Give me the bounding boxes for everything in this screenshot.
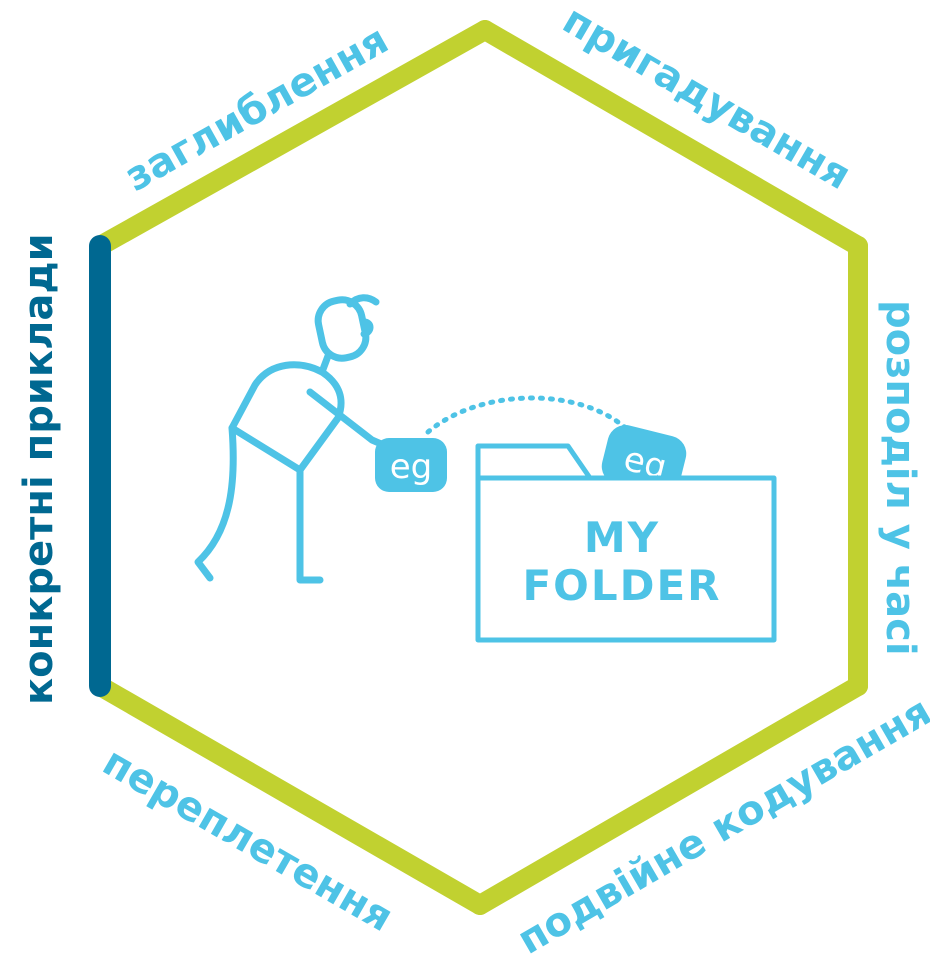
person-head bbox=[314, 296, 370, 362]
label-right: розподіл у часі bbox=[877, 300, 923, 656]
example-tag: eg bbox=[375, 438, 447, 492]
hexagon-side-bottom-right bbox=[470, 676, 868, 915]
person-leg-front bbox=[296, 466, 324, 584]
example-tag-text: eg bbox=[390, 447, 433, 487]
hexagon-side-top-left bbox=[90, 20, 495, 256]
person-cap bbox=[346, 294, 380, 308]
folder-label-line1: MY bbox=[584, 513, 660, 562]
person-ear bbox=[360, 318, 374, 338]
label-left: конкретні приклади bbox=[16, 233, 62, 705]
person-leg-back bbox=[194, 424, 237, 582]
label-bottom-right: подвійне кодування bbox=[510, 688, 930, 963]
toss-trajectory bbox=[425, 395, 631, 435]
hexagon bbox=[90, 20, 868, 915]
person-figure bbox=[194, 294, 390, 584]
folder-tab bbox=[475, 443, 593, 480]
person-torso bbox=[228, 361, 345, 474]
hexagon-side-top-right bbox=[475, 20, 868, 256]
hexagon-side-bottom-left bbox=[90, 676, 490, 915]
folder-edge-mask bbox=[600, 480, 772, 500]
folder-label-line2: FOLDER bbox=[522, 561, 721, 610]
